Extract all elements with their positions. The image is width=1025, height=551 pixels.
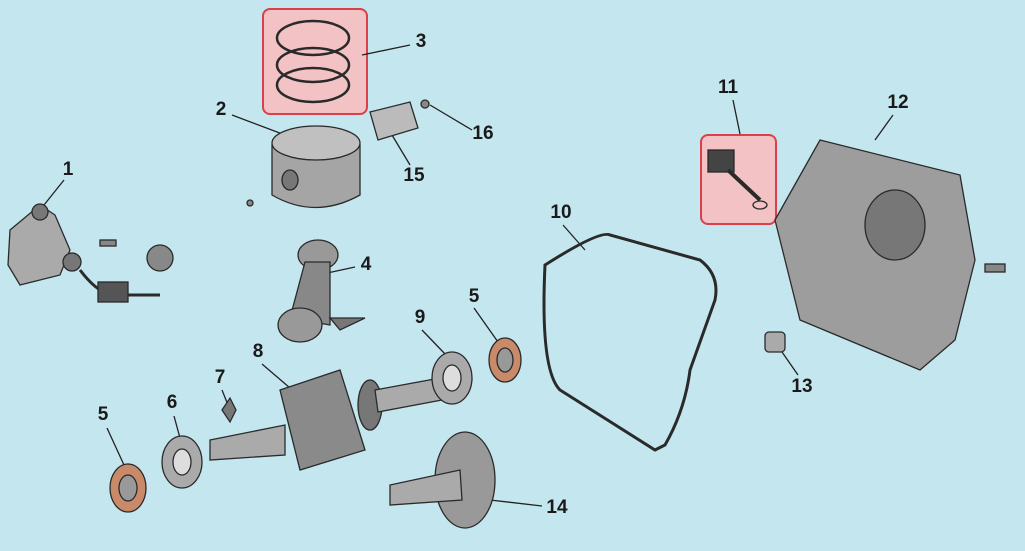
callout-4[interactable]: 4 [360, 254, 372, 275]
crankshaft [209, 369, 443, 471]
oil-sensor [707, 149, 768, 210]
callout-10[interactable]: 10 [550, 202, 572, 223]
bearing-right [431, 351, 473, 405]
callout-8[interactable]: 8 [252, 341, 264, 362]
callout-13[interactable]: 13 [791, 376, 813, 397]
camshaft [389, 431, 496, 529]
callout-14[interactable]: 14 [546, 497, 568, 518]
callout-11[interactable]: 11 [717, 77, 739, 98]
callout-5-left[interactable]: 5 [97, 404, 109, 425]
crankcase-cover [774, 139, 1006, 371]
callout-15[interactable]: 15 [403, 165, 425, 186]
callout-6[interactable]: 6 [166, 392, 178, 413]
piston-rings [275, 19, 351, 104]
ignition-coil [7, 203, 174, 303]
pin-clip [420, 99, 430, 109]
piston-pin [369, 101, 419, 141]
callout-3[interactable]: 3 [415, 31, 427, 52]
callout-9[interactable]: 9 [414, 307, 426, 328]
connecting-rod [277, 239, 366, 343]
callout-7[interactable]: 7 [214, 367, 226, 388]
callout-12[interactable]: 12 [887, 92, 909, 113]
oil-seal-left [109, 463, 147, 513]
bearing-left [161, 435, 203, 489]
callout-5-right[interactable]: 5 [468, 286, 480, 307]
callout-1[interactable]: 1 [62, 159, 74, 180]
gasket [542, 232, 718, 452]
highlight-box-piston-rings [262, 8, 368, 115]
callout-16[interactable]: 16 [472, 123, 494, 144]
piston [246, 125, 361, 209]
oil-seal-right [488, 337, 522, 383]
callout-2[interactable]: 2 [215, 99, 227, 120]
bushing [764, 331, 786, 353]
